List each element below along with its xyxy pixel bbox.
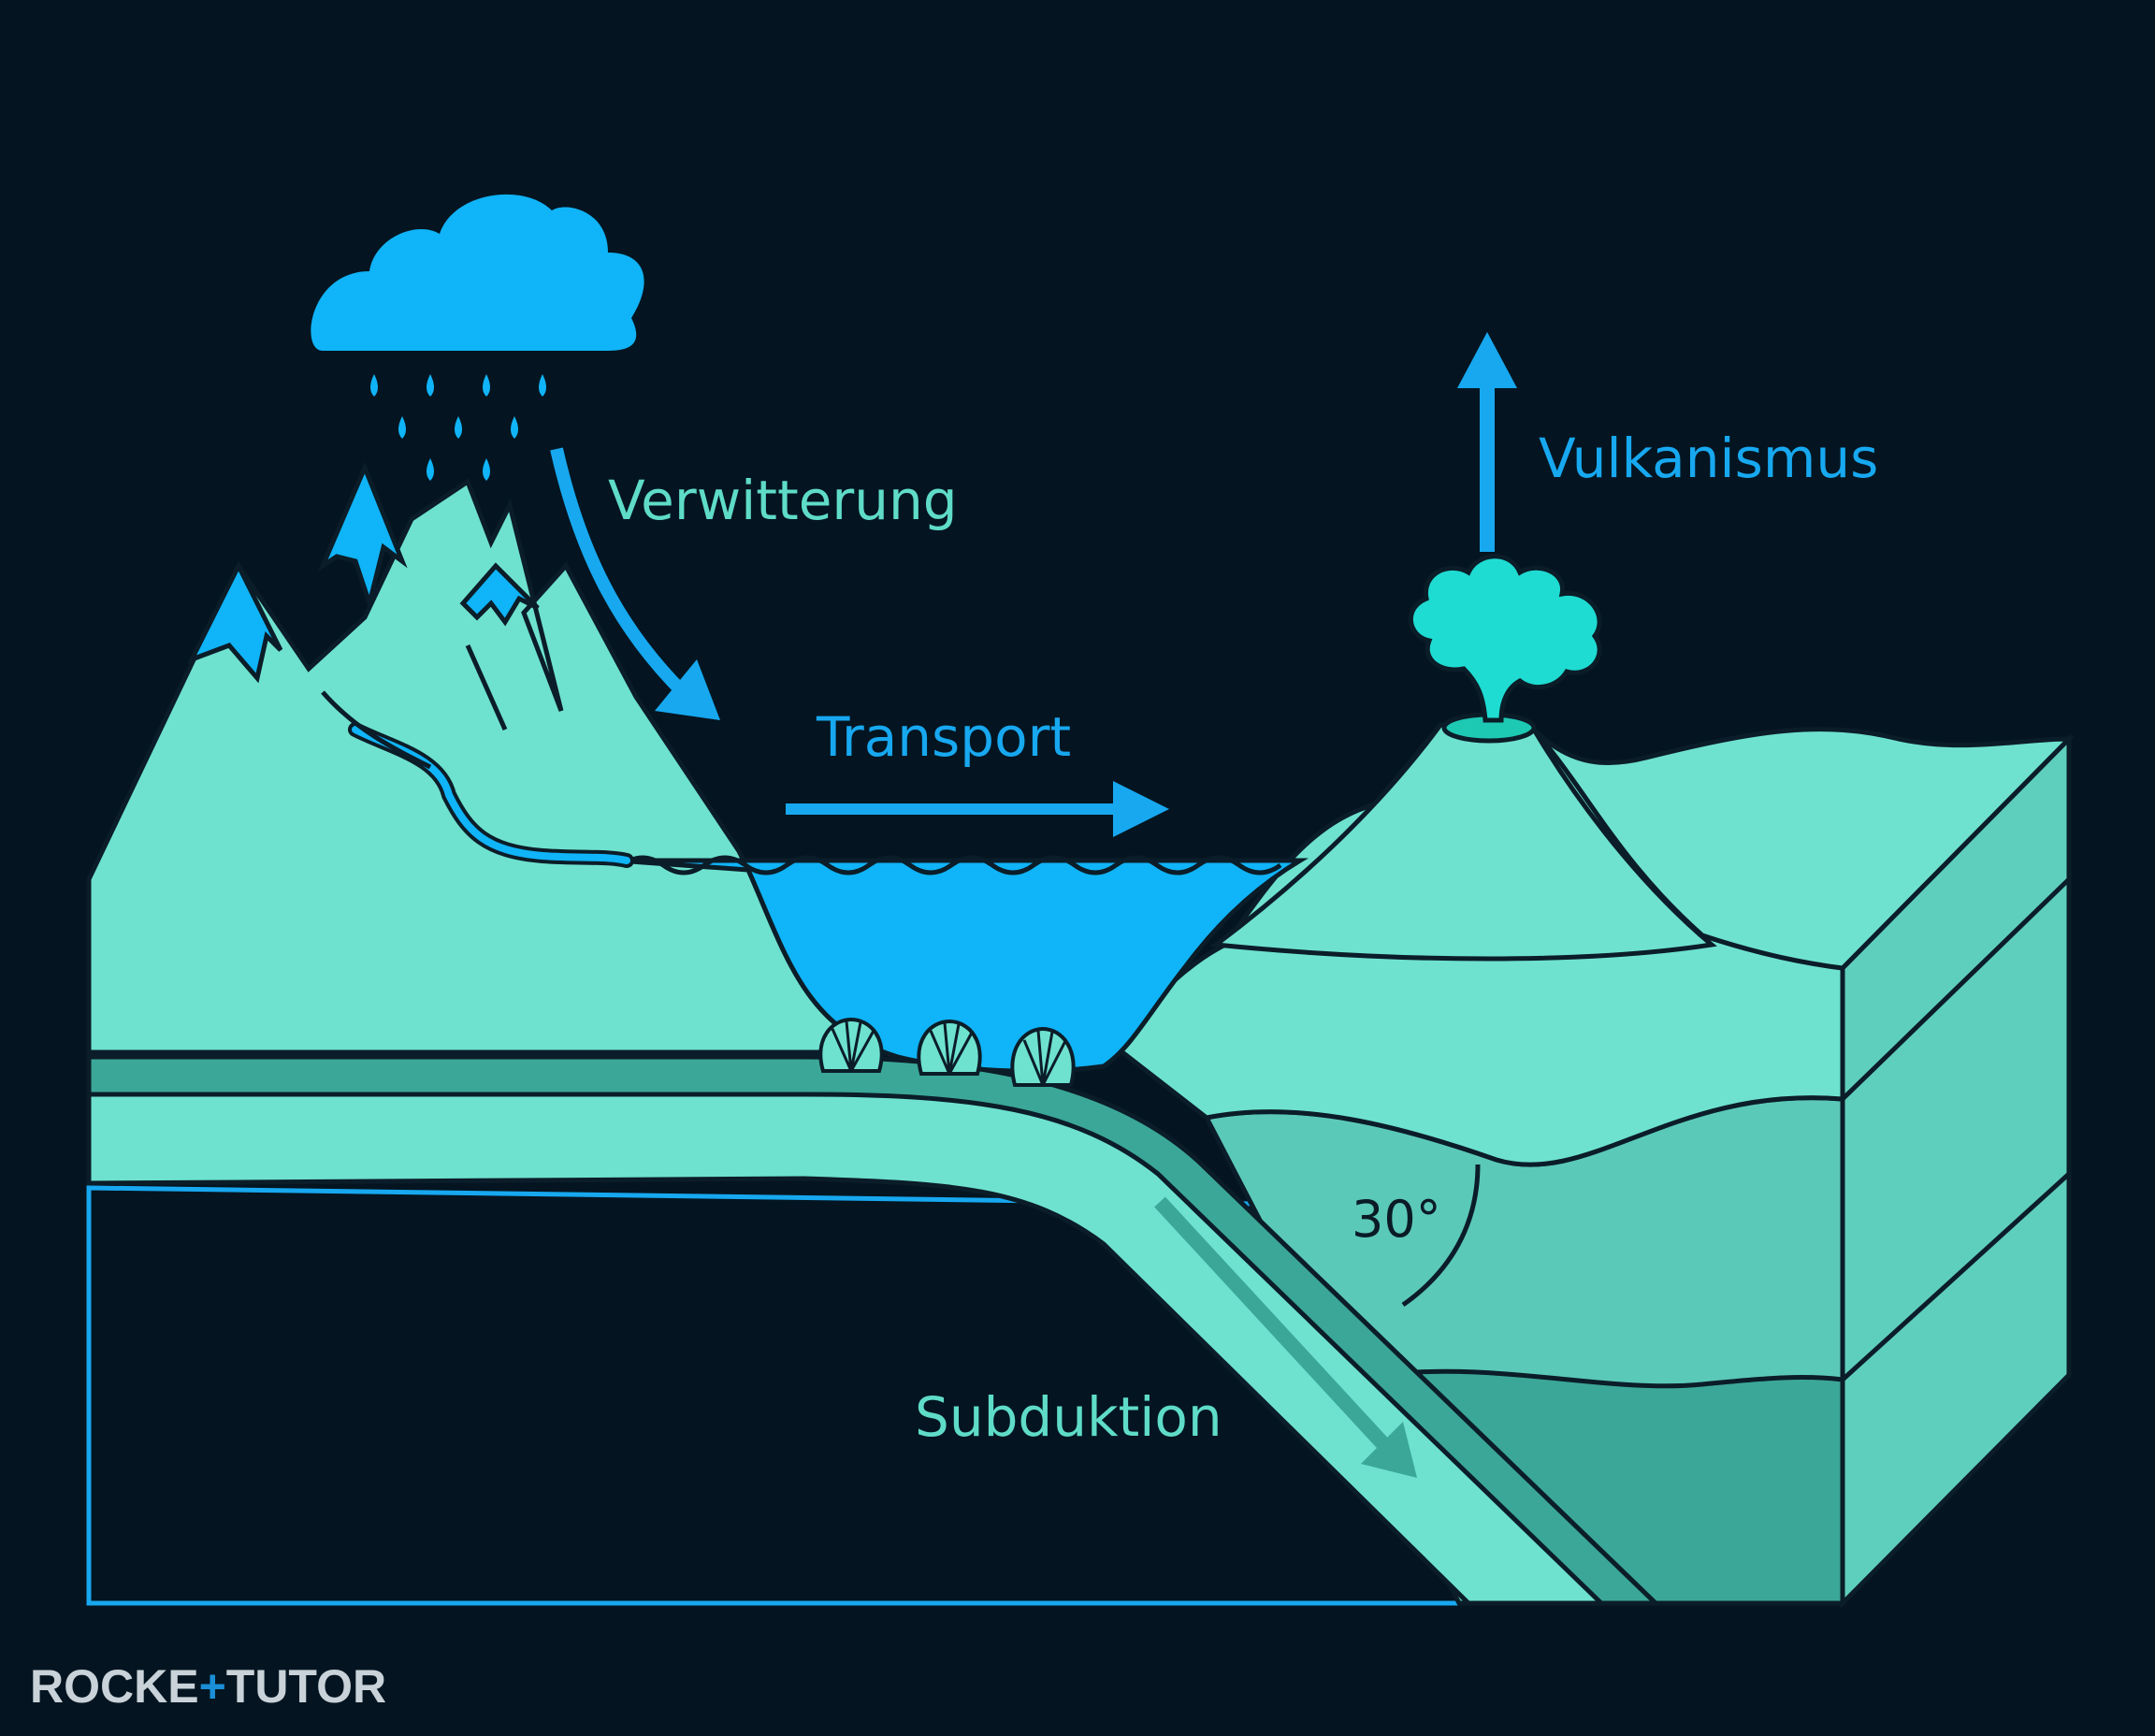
weathering-arrow-shaft: [550, 447, 687, 697]
svg-text:ROCKE+TUTOR: ROCKE+TUTOR: [30, 1660, 386, 1713]
transport-arrow-head: [1113, 781, 1169, 837]
logo-plus: +: [199, 1660, 226, 1713]
mountain-ridge-2: [321, 690, 432, 770]
volcanism-arrow-head: [1457, 332, 1517, 388]
sea-waves: [620, 855, 1282, 875]
subduction-arrow-head: [1361, 1422, 1417, 1478]
rocketutor-logo: ROCKE+TUTOR: [30, 1660, 386, 1713]
rain-drops: [370, 374, 546, 481]
weathering-label: Verwitterung: [608, 469, 958, 532]
transport-label: Transport: [816, 705, 1071, 769]
block-side-line-1: [1841, 877, 2071, 1101]
weathering-arrow-head: [655, 659, 720, 720]
snow-cap-center: [317, 461, 408, 612]
logo-text-2: TUTO: [226, 1660, 353, 1713]
angle-arc: [1401, 1164, 1481, 1308]
rain-cloud: [311, 194, 644, 351]
subduction-arrow-shaft: [1154, 1196, 1390, 1451]
block-side-line-2: [1841, 1172, 2071, 1382]
logo-text-3: R: [353, 1660, 386, 1713]
crust-layer-deep: [1379, 1368, 1845, 1606]
mountain-ridge-1: [465, 644, 508, 731]
logo-text-1: ROCKE: [30, 1660, 199, 1713]
volcanism-label: Vulkanismus: [1539, 427, 1878, 490]
volcano: [1209, 722, 1717, 962]
angle-label: 30°: [1352, 1190, 1441, 1249]
shell-3: [1010, 1026, 1076, 1087]
shell-2: [917, 1019, 982, 1076]
volcano-smoke: [1408, 554, 1602, 723]
shell-1: [818, 1017, 884, 1073]
snow-cap-left: [186, 560, 283, 684]
river: [352, 726, 630, 864]
subduction-label: Subduktion: [915, 1385, 1222, 1449]
sea-basin: [616, 858, 1309, 1074]
snow-cap-right: [459, 562, 540, 627]
